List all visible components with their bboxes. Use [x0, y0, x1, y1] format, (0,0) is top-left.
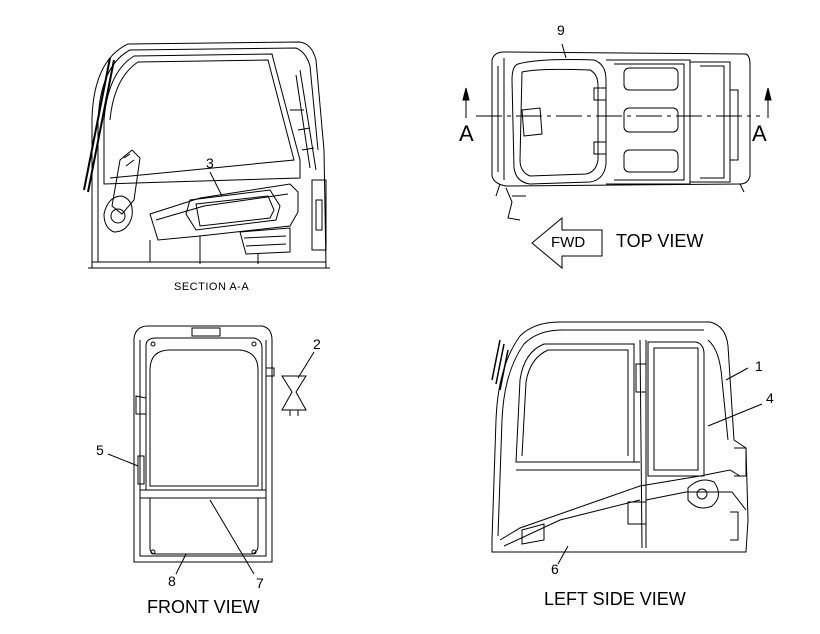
callout-4: 4: [766, 390, 774, 406]
left-side-view-drawing: [491, 321, 749, 553]
leader-4: [707, 403, 763, 427]
leader-3: [209, 171, 223, 197]
section-a-a-title: SECTION A-A: [174, 281, 250, 293]
leader-8: [175, 553, 187, 575]
callout-3: 3: [206, 155, 214, 171]
top-view-title: TOP VIEW: [616, 231, 704, 251]
top-view-drawing: [462, 51, 772, 221]
leader-7: [209, 499, 255, 575]
section-marker-left: A: [459, 121, 474, 146]
section-a-a-drawing: [83, 41, 330, 269]
fwd-arrow: [531, 216, 603, 270]
fwd-label: FWD: [551, 234, 586, 251]
front-view-drawing: [133, 325, 307, 563]
leader-1: [725, 367, 749, 381]
callout-6: 6: [551, 561, 559, 577]
leader-2: [297, 351, 315, 379]
callout-1: 1: [755, 358, 763, 374]
leader-6: [557, 545, 569, 565]
left-side-view-title: LEFT SIDE VIEW: [544, 589, 686, 609]
section-marker-right: A: [752, 121, 767, 146]
callout-2: 2: [313, 336, 321, 352]
leader-5: [107, 453, 139, 467]
front-view-title: FRONT VIEW: [147, 597, 260, 617]
callout-7: 7: [256, 575, 264, 591]
leader-9: [561, 43, 567, 59]
callout-9: 9: [557, 22, 565, 38]
callout-5: 5: [96, 442, 104, 458]
callout-8: 8: [168, 573, 176, 589]
